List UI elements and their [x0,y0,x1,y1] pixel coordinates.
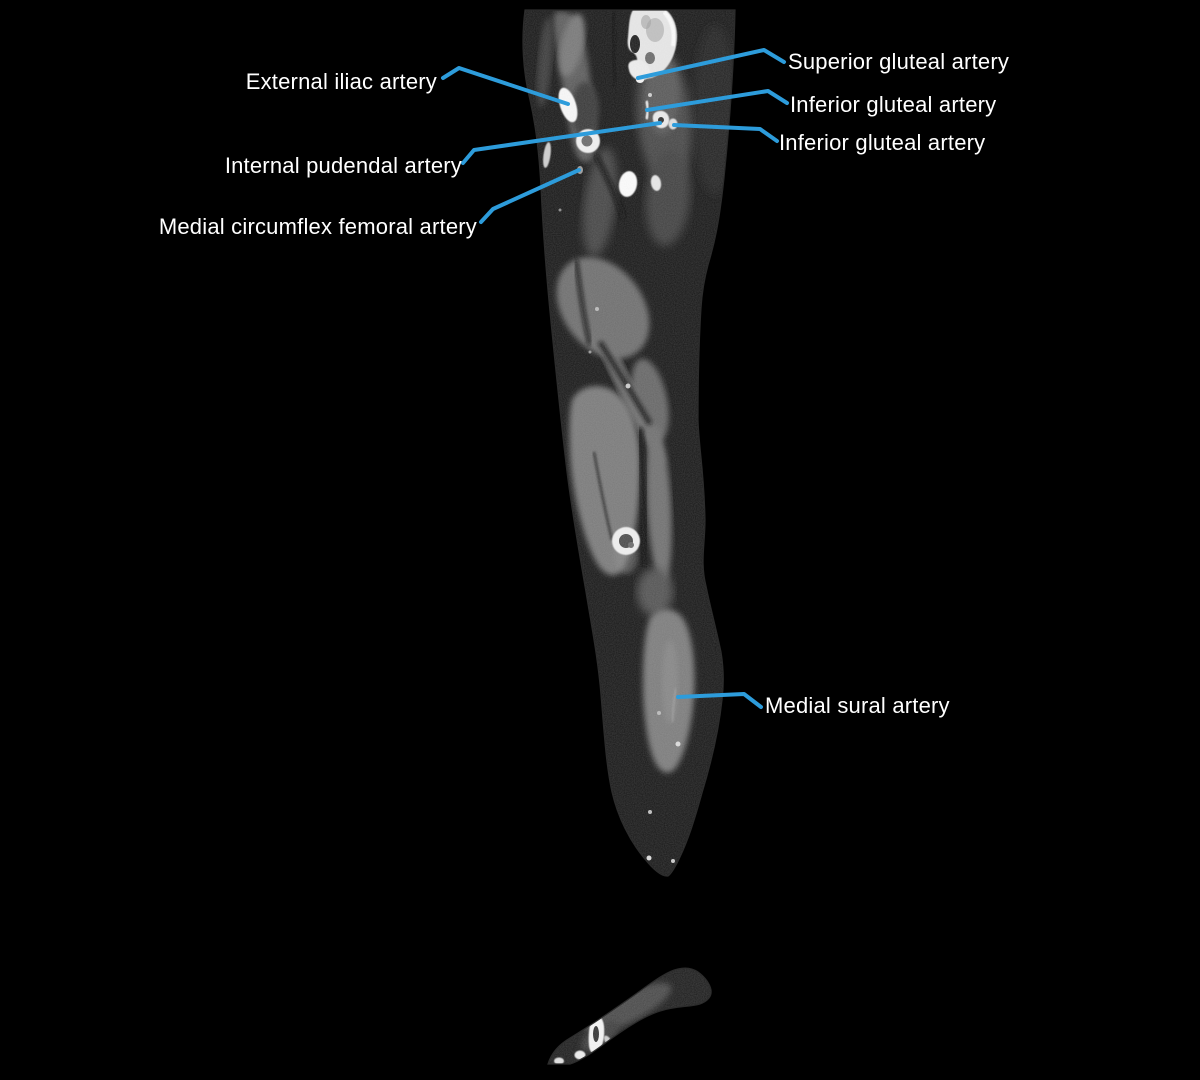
leader-line-medial-circumflex-femoral-artery [479,168,581,224]
leader-line-superior-gluteal-artery [636,48,786,80]
label-internal-pudendal-artery: Internal pudendal artery [224,153,462,178]
label-inferior-gluteal-artery-2: Inferior gluteal artery [779,130,986,155]
label-superior-gluteal-artery: Superior gluteal artery [788,49,1010,74]
ct-rims [522,9,736,1065]
label-medial-sural-artery: Medial sural artery [765,693,950,718]
leader-line-internal-pudendal-artery [461,121,662,165]
leader-line-inferior-gluteal-artery-2 [672,123,779,143]
label-external-iliac-artery: External iliac artery [245,69,437,94]
label-inferior-gluteal-artery-1: Inferior gluteal artery [790,92,997,117]
leader-line-inferior-gluteal-artery-1 [645,89,789,112]
leader-line-medial-sural-artery [676,692,763,709]
leader-lines [441,48,789,709]
label-medial-circumflex-femoral-artery: Medial circumflex femoral artery [158,214,477,239]
leader-line-external-iliac-artery [441,66,570,106]
